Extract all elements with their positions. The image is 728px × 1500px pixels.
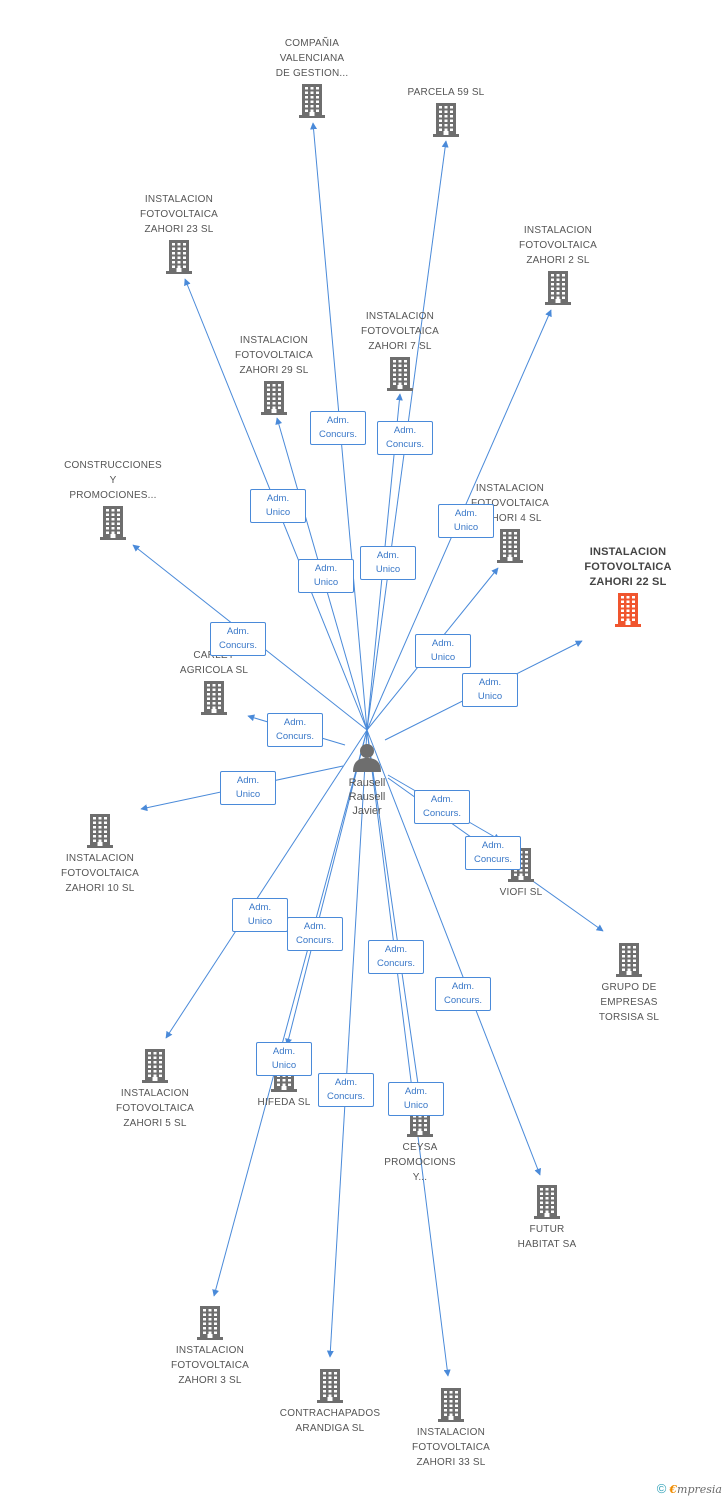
role-label-viofi[interactable]: Adm. Concurs.	[414, 790, 470, 824]
company-label: COMPAÑIA VALENCIANA DE GESTION...	[275, 38, 349, 79]
role-label-zahori-22[interactable]: Adm. Unico	[462, 673, 518, 707]
company-node-zahori-29[interactable]: INSTALACION FOTOVOLTAICA ZAHORI 29 SL	[214, 333, 334, 418]
building-icon	[317, 1369, 343, 1403]
building-icon	[616, 943, 642, 977]
building-icon	[545, 271, 571, 305]
brand-e-logo: €	[669, 1483, 678, 1496]
building-icon	[534, 1185, 560, 1219]
company-node-contrachapados[interactable]: CONTRACHAPADOS ARANDIGA SL	[270, 1366, 390, 1436]
company-node-zahori-4[interactable]: INSTALACION FOTOVOLTAICA ZAHORI 4 SL	[450, 481, 570, 566]
edge-line-futur-habitat	[366, 729, 541, 1176]
building-icon	[197, 1306, 223, 1340]
person-name: Rausell Rausell Javier	[348, 777, 386, 817]
role-label-zahori-10[interactable]: Adm. Unico	[220, 771, 276, 805]
center-person[interactable]: Rausell Rausell Javier	[335, 742, 399, 818]
role-label-contrachapados[interactable]: Adm. Concurs.	[318, 1073, 374, 1107]
company-node-zahori-33[interactable]: INSTALACION FOTOVOLTAICA ZAHORI 33 SL	[391, 1385, 511, 1470]
brand-name: mpresia	[677, 1483, 722, 1496]
company-label: INSTALACION FOTOVOLTAICA ZAHORI 2 SL	[519, 225, 597, 266]
company-label: INSTALACION FOTOVOLTAICA ZAHORI 4 SL	[471, 483, 549, 524]
building-icon	[299, 84, 325, 118]
company-label: INSTALACION FOTOVOLTAICA ZAHORI 33 SL	[412, 1427, 490, 1468]
role-label-zahori-33[interactable]: Adm. Unico	[388, 1082, 444, 1116]
role-label-zahori-29[interactable]: Adm. Unico	[298, 559, 354, 593]
company-label: CONTRACHAPADOS ARANDIGA SL	[279, 1408, 381, 1434]
role-label-ceysa[interactable]: Adm. Concurs.	[368, 940, 424, 974]
role-label-compania-valenciana[interactable]: Adm. Concurs.	[310, 411, 366, 445]
role-label-carley[interactable]: Adm. Concurs.	[267, 713, 323, 747]
company-label: HIFEDA SL	[257, 1097, 311, 1108]
role-label-zahori-4[interactable]: Adm. Unico	[415, 634, 471, 668]
company-node-zahori-3[interactable]: INSTALACION FOTOVOLTAICA ZAHORI 3 SL	[150, 1303, 270, 1388]
company-node-compania-valenciana[interactable]: COMPAÑIA VALENCIANA DE GESTION...	[252, 36, 372, 121]
company-node-zahori-5[interactable]: INSTALACION FOTOVOLTAICA ZAHORI 5 SL	[95, 1046, 215, 1131]
company-label: CEYSA PROMOCIONS Y...	[384, 1142, 456, 1183]
edge-line-ceysa	[366, 729, 422, 1092]
company-node-grupo-torsisa[interactable]: GRUPO DE EMPRESAS TORSISA SL	[569, 940, 689, 1025]
building-icon	[87, 814, 113, 848]
building-icon	[433, 103, 459, 137]
empresia-watermark[interactable]: © €mpresia	[657, 1481, 722, 1496]
edge-line-zahori-5	[165, 729, 368, 1039]
edge-line-zahori-33	[366, 729, 451, 1377]
company-label: CONSTRUCCIONES Y PROMOCIONES...	[64, 460, 162, 501]
building-icon	[166, 240, 192, 274]
company-label: INSTALACION FOTOVOLTAICA ZAHORI 3 SL	[171, 1345, 249, 1386]
company-node-zahori-10[interactable]: INSTALACION FOTOVOLTAICA ZAHORI 10 SL	[40, 811, 160, 896]
company-node-construcciones[interactable]: CONSTRUCCIONES Y PROMOCIONES...	[53, 458, 173, 543]
company-label: INSTALACION FOTOVOLTAICA ZAHORI 10 SL	[61, 853, 139, 894]
edge-line-contrachapados	[326, 729, 368, 1358]
company-node-zahori-7[interactable]: INSTALACION FOTOVOLTAICA ZAHORI 7 SL	[340, 309, 460, 394]
building-icon	[100, 506, 126, 540]
company-label: FUTUR HABITAT SA	[517, 1224, 577, 1250]
company-label: GRUPO DE EMPRESAS TORSISA SL	[598, 982, 660, 1023]
role-label-zahori-23[interactable]: Adm. Unico	[250, 489, 306, 523]
role-label-parcela-59[interactable]: Adm. Concurs.	[377, 421, 433, 455]
role-label-hifeda[interactable]: Adm. Concurs.	[287, 917, 343, 951]
building-icon	[438, 1388, 464, 1422]
role-label-futur-habitat[interactable]: Adm. Concurs.	[435, 977, 491, 1011]
company-node-zahori-23[interactable]: INSTALACION FOTOVOLTAICA ZAHORI 23 SL	[119, 192, 239, 277]
role-label-grupo-torsisa[interactable]: Adm. Concurs.	[465, 836, 521, 870]
building-icon	[201, 681, 227, 715]
role-label-construcciones[interactable]: Adm. Concurs.	[210, 622, 266, 656]
building-icon	[142, 1049, 168, 1083]
company-label: INSTALACION FOTOVOLTAICA ZAHORI 5 SL	[116, 1088, 194, 1129]
building-icon	[497, 529, 523, 563]
edge-line-zahori-3	[212, 729, 368, 1297]
building-icon	[387, 357, 413, 391]
role-label-zahori-2[interactable]: Adm. Unico	[438, 504, 494, 538]
edge-line-hifeda	[285, 729, 368, 1046]
company-label: INSTALACION FOTOVOLTAICA ZAHORI 29 SL	[235, 335, 313, 376]
company-label: INSTALACION FOTOVOLTAICA ZAHORI 22 SL	[584, 546, 672, 588]
role-label-zahori-7[interactable]: Adm. Unico	[360, 546, 416, 580]
person-icon	[353, 744, 381, 772]
company-node-zahori-2[interactable]: INSTALACION FOTOVOLTAICA ZAHORI 2 SL	[498, 223, 618, 308]
company-node-parcela-59[interactable]: PARCELA 59 SL	[386, 85, 506, 140]
company-node-carley[interactable]: CARLEY AGRICOLA SL	[154, 648, 274, 718]
role-label-zahori-3[interactable]: Adm. Unico	[256, 1042, 312, 1076]
building-icon	[615, 593, 641, 627]
company-label: PARCELA 59 SL	[407, 87, 485, 98]
role-label-zahori-5[interactable]: Adm. Unico	[232, 898, 288, 932]
company-label: INSTALACION FOTOVOLTAICA ZAHORI 7 SL	[361, 311, 439, 352]
company-label: INSTALACION FOTOVOLTAICA ZAHORI 23 SL	[140, 194, 218, 235]
company-node-futur-habitat[interactable]: FUTUR HABITAT SA	[487, 1182, 607, 1252]
copyright-symbol: ©	[656, 1481, 667, 1496]
company-label: VIOFI SL	[499, 887, 543, 898]
company-node-zahori-22[interactable]: INSTALACION FOTOVOLTAICA ZAHORI 22 SL	[568, 545, 688, 630]
building-icon	[261, 381, 287, 415]
